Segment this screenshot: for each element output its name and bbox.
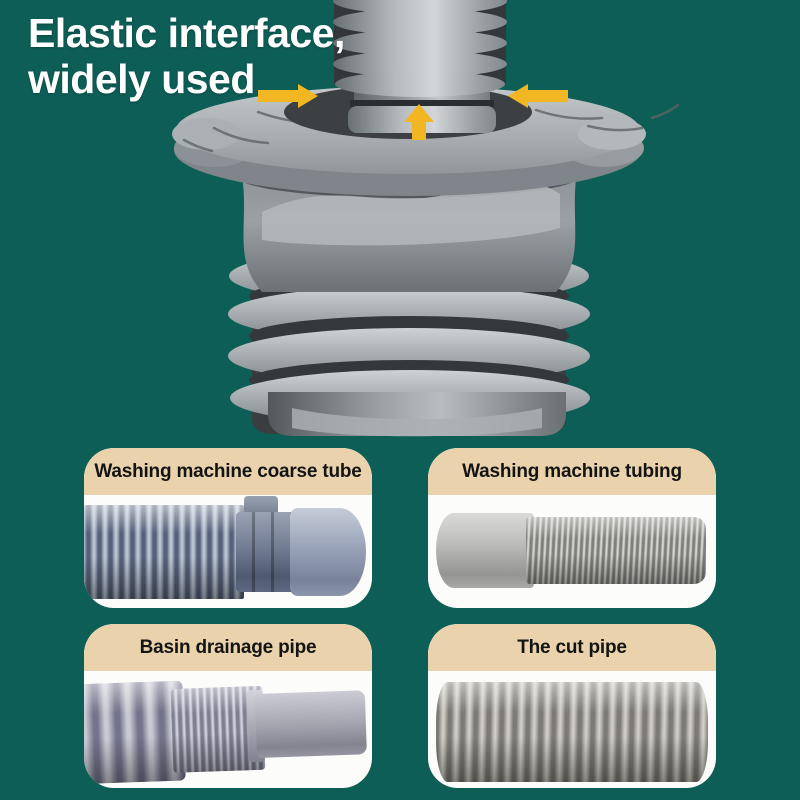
hose-cuff	[290, 508, 366, 596]
bottom-cylinder-highlight	[292, 408, 542, 437]
card-label: Basin drainage pipe	[84, 624, 372, 671]
hose-connector	[236, 512, 294, 592]
arrow-left-icon	[508, 84, 568, 108]
corrugated-hose-section	[84, 505, 244, 599]
card-label: The cut pipe	[428, 624, 716, 671]
card-basin-drainage-pipe: Basin drainage pipe	[84, 624, 372, 788]
card-washing-machine-tubing: Washing machine tubing	[428, 448, 716, 608]
card-image-coarse-tube	[84, 495, 372, 608]
card-label: Washing machine coarse tube	[84, 448, 372, 495]
card-image-basin-pipe	[84, 671, 372, 788]
headline-line1: Elastic interface,	[28, 10, 345, 56]
direction-arrows	[258, 84, 568, 140]
arrow-right-icon	[258, 84, 318, 108]
hero-section: Elastic interface, widely used	[28, 0, 680, 437]
headline: Elastic interface, widely used	[28, 10, 345, 103]
card-washing-machine-coarse-tube: Washing machine coarse tube	[84, 448, 372, 608]
cut-corrugated-hose	[436, 682, 708, 782]
basin-pipe-graphic	[84, 666, 372, 788]
card-image-machine-tubing	[428, 495, 716, 608]
drain-pipe-seal-3d-render	[172, 0, 680, 437]
card-the-cut-pipe: The cut pipe	[428, 624, 716, 788]
corrugated-standpipe	[333, 0, 507, 97]
smooth-outlet-pipe	[254, 690, 367, 759]
fine-corrugated-hose	[526, 517, 706, 584]
arrow-up-icon	[404, 104, 434, 140]
card-label: Washing machine tubing	[428, 448, 716, 495]
pipe-type-cards: Washing machine coarse tube Washing mach…	[84, 448, 716, 788]
headline-line2: widely used	[28, 56, 255, 103]
card-image-cut-pipe	[428, 671, 716, 788]
smooth-cuff	[436, 513, 534, 588]
